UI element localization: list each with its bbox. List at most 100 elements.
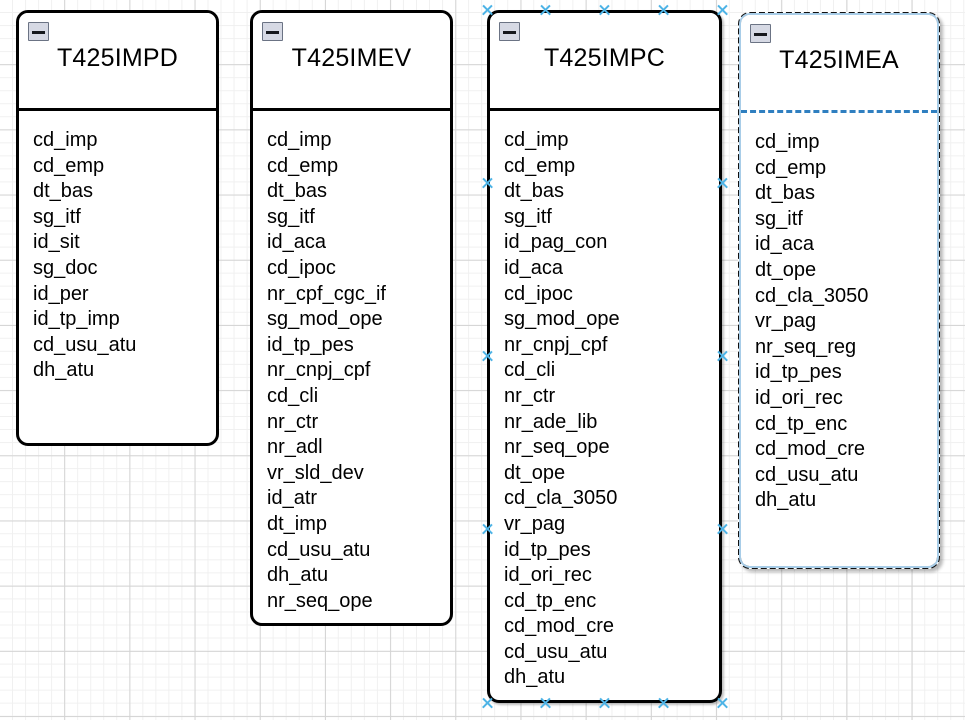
entity-field[interactable]: cd_imp bbox=[504, 129, 569, 151]
handle-top-right[interactable] bbox=[716, 4, 729, 17]
minus-icon[interactable] bbox=[499, 22, 520, 41]
entity-title: T425IMPC bbox=[543, 44, 666, 72]
entity-field[interactable]: cd_mod_cre bbox=[504, 615, 615, 638]
entity-field[interactable]: nr_seq_reg bbox=[755, 335, 857, 358]
entity-field[interactable]: vr_sld_dev bbox=[267, 461, 364, 484]
entity-header: T425IMEA bbox=[741, 15, 937, 113]
entity-field[interactable]: dt_imp bbox=[267, 512, 328, 535]
minus-icon[interactable] bbox=[750, 24, 771, 43]
entity-field[interactable]: nr_ade_lib bbox=[504, 410, 598, 433]
entity-field[interactable]: nr_cpf_cgc_if bbox=[267, 282, 386, 305]
entity-field[interactable]: dh_atu bbox=[504, 666, 566, 689]
entity-field[interactable]: cd_mod_cre bbox=[755, 438, 866, 461]
entity-field[interactable]: cd_ipoc bbox=[504, 282, 573, 305]
entity-field[interactable]: dt_bas bbox=[504, 180, 565, 203]
entity-field[interactable]: cd_usu_atu bbox=[267, 538, 371, 561]
entity-field[interactable]: id_ori_rec bbox=[504, 564, 592, 587]
handle-middle-right-2[interactable] bbox=[716, 350, 729, 363]
minus-glyph bbox=[754, 33, 767, 36]
entity-field[interactable]: sg_itf bbox=[504, 205, 552, 228]
entity-field[interactable]: cd_cli bbox=[267, 384, 319, 407]
handle-bottom-center-1[interactable] bbox=[539, 697, 552, 710]
minus-icon[interactable] bbox=[28, 22, 49, 41]
handle-bottom-right[interactable] bbox=[716, 697, 729, 710]
entity-field[interactable]: cd_imp bbox=[33, 129, 98, 151]
entity-field[interactable]: id_aca bbox=[755, 233, 814, 256]
handle-top-center-1[interactable] bbox=[539, 4, 552, 17]
entity-field[interactable]: sg_itf bbox=[33, 205, 81, 228]
entity-field[interactable]: id_aca bbox=[504, 256, 563, 279]
entity-field[interactable]: id_sit bbox=[33, 231, 80, 254]
entity-field[interactable]: nr_cnpj_cpf bbox=[267, 359, 371, 382]
entity-field[interactable]: cd_emp bbox=[755, 156, 827, 179]
entity-field[interactable]: cd_tp_enc bbox=[504, 589, 597, 612]
entity-field[interactable]: cd_cli bbox=[504, 359, 556, 382]
entity-field[interactable]: id_tp_pes bbox=[267, 333, 354, 356]
minus-icon[interactable] bbox=[262, 22, 283, 41]
entity-field[interactable]: sg_mod_ope bbox=[504, 308, 620, 331]
entity-field[interactable]: id_tp_pes bbox=[755, 361, 842, 384]
entity-field[interactable]: dt_ope bbox=[504, 461, 566, 484]
entity-title: T425IMPD bbox=[56, 44, 179, 72]
entity-field[interactable]: cd_usu_atu bbox=[755, 463, 859, 486]
entity-field[interactable]: cd_cla_3050 bbox=[504, 487, 618, 510]
entity-field[interactable]: dh_atu bbox=[755, 489, 817, 512]
entity-field[interactable]: nr_seq_ope bbox=[267, 589, 373, 612]
entity-field[interactable]: id_tp_pes bbox=[504, 538, 591, 561]
entity-field[interactable]: cd_emp bbox=[504, 154, 576, 177]
handle-middle-left-1[interactable] bbox=[481, 177, 494, 190]
entity-field[interactable]: cd_usu_atu bbox=[33, 333, 137, 356]
entity-field[interactable]: cd_ipoc bbox=[267, 256, 336, 279]
entity-field[interactable]: cd_imp bbox=[755, 131, 820, 153]
entity-field[interactable]: dh_atu bbox=[33, 359, 95, 382]
handle-bottom-left[interactable] bbox=[481, 697, 494, 710]
entity-field[interactable]: cd_cla_3050 bbox=[755, 284, 869, 307]
handle-middle-left-3[interactable] bbox=[481, 523, 494, 536]
entity-field[interactable]: dt_bas bbox=[755, 182, 816, 205]
entity-field[interactable]: id_pag_con bbox=[504, 231, 608, 254]
entity-field[interactable]: vr_pag bbox=[755, 310, 817, 333]
entity-field[interactable]: cd_emp bbox=[33, 154, 105, 177]
entity-field[interactable]: cd_usu_atu bbox=[504, 640, 608, 663]
entity-field[interactable]: dh_atu bbox=[267, 564, 329, 587]
handle-middle-right-3[interactable] bbox=[716, 523, 729, 536]
entity-field[interactable]: vr_pag bbox=[504, 512, 566, 535]
entity-field[interactable]: dt_bas bbox=[267, 180, 328, 203]
entity-field[interactable]: cd_tp_enc bbox=[755, 412, 848, 435]
entity-field[interactable]: nr_adl bbox=[267, 436, 323, 459]
entity-field[interactable]: sg_doc bbox=[33, 256, 98, 279]
minus-glyph bbox=[503, 31, 516, 34]
handle-bottom-center-2[interactable] bbox=[598, 697, 611, 710]
entity-field[interactable]: id_per bbox=[33, 282, 89, 305]
entity-field[interactable]: id_aca bbox=[267, 231, 326, 254]
handle-top-left[interactable] bbox=[481, 4, 494, 17]
entity-field[interactable]: sg_itf bbox=[267, 205, 315, 228]
entity-field[interactable]: nr_ctr bbox=[267, 410, 319, 433]
handle-top-center-2[interactable] bbox=[598, 4, 611, 17]
entity-field[interactable]: nr_seq_ope bbox=[504, 436, 610, 459]
entity-field[interactable]: cd_imp bbox=[267, 129, 332, 151]
handle-bottom-center-3[interactable] bbox=[657, 697, 670, 710]
entity-field[interactable]: nr_cnpj_cpf bbox=[504, 333, 608, 356]
minus-glyph bbox=[266, 31, 279, 34]
handle-middle-left-2[interactable] bbox=[481, 350, 494, 363]
entity-field[interactable]: id_atr bbox=[267, 487, 318, 510]
entity-field[interactable]: sg_itf bbox=[755, 207, 803, 230]
entity-field[interactable]: sg_mod_ope bbox=[267, 308, 383, 331]
handle-top-center-3[interactable] bbox=[657, 4, 670, 17]
entity-title: T425IMEV bbox=[291, 44, 412, 72]
handle-middle-right-1[interactable] bbox=[716, 177, 729, 190]
entity-field[interactable]: cd_emp bbox=[267, 154, 339, 177]
entity-field[interactable]: id_tp_imp bbox=[33, 308, 120, 331]
entity-field[interactable]: id_ori_rec bbox=[755, 386, 843, 409]
entity-field[interactable]: dt_bas bbox=[33, 180, 94, 203]
entity-field[interactable]: nr_ctr bbox=[504, 384, 556, 407]
entity-field[interactable]: dt_ope bbox=[755, 258, 817, 281]
